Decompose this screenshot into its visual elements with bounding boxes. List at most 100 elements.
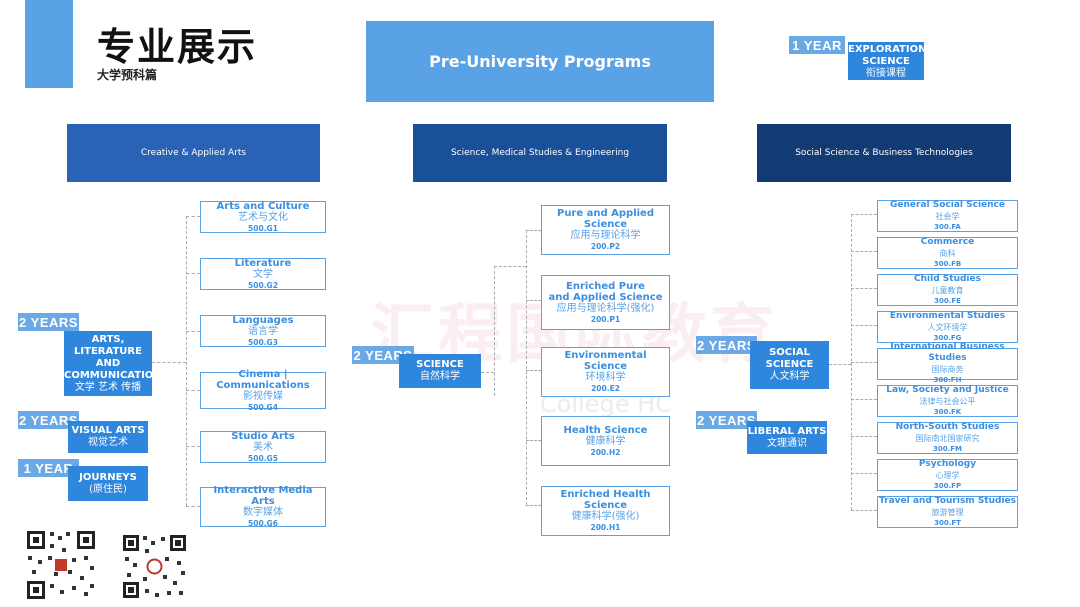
card-title: Environmental Studies <box>889 310 1006 321</box>
connector <box>851 325 877 326</box>
card-title: International Business Studies <box>890 342 1005 363</box>
visual-arts-en: VISUAL ARTS <box>71 425 145 436</box>
pre-university-banner: Pre-University Programs <box>366 21 714 102</box>
card-zh: 美术 <box>253 441 273 453</box>
card-title: North-South Studies <box>895 421 1000 432</box>
card-code: 200.P1 <box>590 314 621 324</box>
card-code: 500.G5 <box>248 453 278 463</box>
category-social-science: Social Science & Business Technologies <box>757 124 1011 182</box>
card-code: 300.FP <box>933 481 962 490</box>
journeys-en: JOURNEYS <box>79 471 137 483</box>
card-title-line2: and Applied Science <box>548 291 663 303</box>
arts-program-zh: 文学 艺术 传播 <box>74 381 142 393</box>
arts-program-line3: COMMUNICATION <box>64 369 162 381</box>
card-zh: 健康科学(强化) <box>571 511 640 522</box>
program-card: Pure and Applied Science 应用与理论科学 200.P2 <box>541 205 670 255</box>
card-title: Psychology <box>918 458 977 469</box>
card-zh: 数字媒体 <box>243 507 283 518</box>
connector <box>526 505 541 506</box>
connector <box>851 473 877 474</box>
connector <box>829 364 851 365</box>
arts-program-line2: AND <box>95 357 121 369</box>
card-title: Child Studies <box>914 273 981 284</box>
card-title: Arts and Culture <box>216 200 310 212</box>
card-code: 300.FB <box>933 259 962 268</box>
page-subtitle: 大学预科篇 <box>97 68 158 82</box>
card-title: Health Science <box>563 424 648 436</box>
card-code: 500.G1 <box>248 223 278 233</box>
connector <box>186 506 200 507</box>
connector <box>526 230 527 505</box>
liberal-arts-program: LIBERAL ARTS 文理通识 <box>747 421 827 454</box>
arts-program-line1: ARTS, LITERATURE <box>74 333 142 357</box>
connector <box>851 510 877 511</box>
explorations-duration-tag: 1 YEAR <box>789 36 845 54</box>
card-code: 300.FE <box>934 296 961 305</box>
program-card: Health Science 健康科学 200.H2 <box>541 416 670 466</box>
journeys-program: JOURNEYS (原住民) <box>68 466 148 501</box>
explorations-title: EXPLORATIONS <box>848 44 934 55</box>
social-science-line2: SCIENCE <box>765 359 814 370</box>
science-program: SCIENCE 自然科学 <box>399 354 481 388</box>
journeys-zh: (原住民) <box>89 483 127 495</box>
card-code: 300.FH <box>933 376 962 384</box>
social-science-line1: SOCIAL <box>769 347 810 358</box>
connector <box>494 266 495 396</box>
program-card: Law, Society and Justice 法律与社会公平 300.FK <box>877 385 1018 417</box>
card-code: 300.FA <box>934 222 961 231</box>
card-zh: 旅游管理 <box>931 507 964 517</box>
card-code: 300.FK <box>933 407 962 416</box>
connector <box>851 436 877 437</box>
program-card: Languages 语言学 500.G3 <box>200 315 326 347</box>
connector <box>186 216 200 217</box>
card-title: Literature <box>234 257 292 269</box>
card-zh: 环境科学 <box>585 372 626 383</box>
connector <box>186 446 200 447</box>
connector <box>481 372 494 373</box>
program-card: Travel and Tourism Studies 旅游管理 300.FT <box>877 496 1018 528</box>
card-title: Environmental Science <box>564 350 647 372</box>
social-science-program: SOCIAL SCIENCE 人文科学 <box>750 341 829 389</box>
card-zh: 商科 <box>939 248 956 258</box>
program-card: Psychology 心理学 300.FP <box>877 459 1018 491</box>
card-title: Commerce <box>920 236 975 247</box>
card-code: 200.E2 <box>591 384 620 393</box>
program-card: Enriched Pure and Applied Science 应用与理论科… <box>541 275 670 330</box>
card-zh: 文学 <box>253 268 273 280</box>
journeys-duration-tag: 1 YEAR <box>18 459 79 477</box>
connector <box>186 216 187 506</box>
card-title: Travel and Tourism Studies <box>878 495 1016 506</box>
card-zh: 法律与社会公平 <box>919 396 976 406</box>
program-card: Studio Arts 美术 500.G5 <box>200 431 326 463</box>
program-card: North-South Studies 国际南北国家研究 300.FM <box>877 422 1018 454</box>
program-card: Literature 文学 500.G2 <box>200 258 326 290</box>
card-title: Cinema | Communications <box>216 368 310 391</box>
program-card: General Social Science 社会学 300.FA <box>877 200 1018 232</box>
card-code: 200.H2 <box>590 447 621 457</box>
card-code: 500.G6 <box>248 519 278 528</box>
liberal-arts-duration-tag: 2 YEARS <box>696 411 757 429</box>
qr-code-icon <box>24 528 98 602</box>
explorations-subtitle: SCIENCE <box>862 56 910 67</box>
connector <box>526 370 541 371</box>
science-zh: 自然科学 <box>420 371 460 382</box>
header-accent-bar <box>25 0 73 88</box>
program-card: Interactive Media Arts 数字媒体 500.G6 <box>200 485 326 528</box>
connector <box>851 362 877 363</box>
liberal-arts-en: LIBERAL ARTS <box>747 425 827 437</box>
connector <box>851 251 877 252</box>
program-card: International Business Studies 国际商务 300.… <box>877 342 1018 384</box>
connector <box>851 214 877 215</box>
card-zh: 健康科学 <box>585 435 626 447</box>
card-code: 200.H1 <box>590 523 621 532</box>
card-zh: 应用与理论科学 <box>570 230 641 241</box>
card-title: Enriched Pure <box>566 280 645 292</box>
card-title: Interactive Media Arts <box>213 485 313 507</box>
card-zh: 艺术与文化 <box>238 211 288 223</box>
card-code: 200.P2 <box>590 242 621 251</box>
category-science: Science, Medical Studies & Engineering <box>413 124 667 182</box>
program-card: Child Studies 儿童教育 300.FE <box>877 274 1018 306</box>
social-science-duration-tag: 2 YEARS <box>696 336 757 354</box>
card-title: Law, Society and Justice <box>886 384 1009 395</box>
card-zh: 应用与理论科学(强化) <box>556 302 655 314</box>
